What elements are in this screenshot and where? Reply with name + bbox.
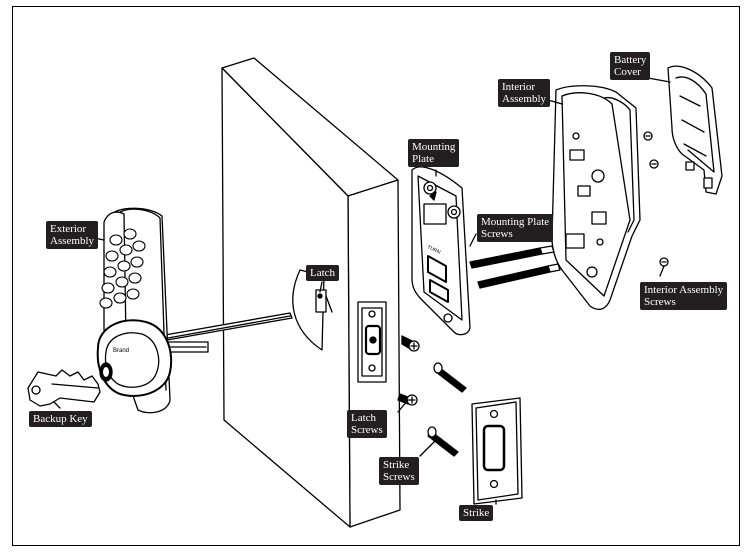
latch-hole bbox=[292, 269, 333, 351]
interior-screws-small bbox=[643, 131, 669, 267]
diagram-frame bbox=[12, 6, 740, 546]
battery-cover bbox=[667, 65, 723, 195]
backup-key bbox=[27, 369, 101, 407]
label-mounting-plate-screws: Mounting Plate Screws bbox=[477, 214, 554, 242]
label-mounting-plate: Mounting Plate bbox=[408, 139, 460, 167]
svg-text:TURN: TURN bbox=[426, 244, 441, 255]
latch-screws bbox=[397, 335, 420, 406]
label-latch: Latch bbox=[306, 265, 340, 281]
leader-lines bbox=[53, 77, 671, 505]
label-backup-key: Backup Key bbox=[29, 411, 92, 427]
interior-assembly bbox=[551, 85, 641, 311]
label-exterior-assembly: Exterior Assembly bbox=[46, 221, 98, 249]
mounting-plate-screws bbox=[469, 245, 561, 289]
exterior-assembly: Brand bbox=[96, 207, 173, 414]
label-strike-screws: Strike Screws bbox=[379, 457, 419, 485]
mounting-plate: TURN bbox=[411, 166, 471, 336]
svg-text:Brand: Brand bbox=[113, 348, 129, 354]
spindle bbox=[164, 312, 293, 353]
label-latch-screws: Latch Screws bbox=[347, 410, 387, 438]
door bbox=[221, 57, 401, 528]
strike-screws bbox=[427, 362, 467, 457]
strike-plate bbox=[471, 397, 523, 505]
label-interior-assembly-screws: Interior Assembly Screws bbox=[640, 282, 728, 310]
label-battery-cover: Battery Cover bbox=[610, 52, 651, 80]
latch-faceplate bbox=[357, 301, 387, 383]
label-strike: Strike bbox=[459, 505, 494, 521]
label-interior-assembly: Interior Assembly bbox=[498, 79, 550, 107]
